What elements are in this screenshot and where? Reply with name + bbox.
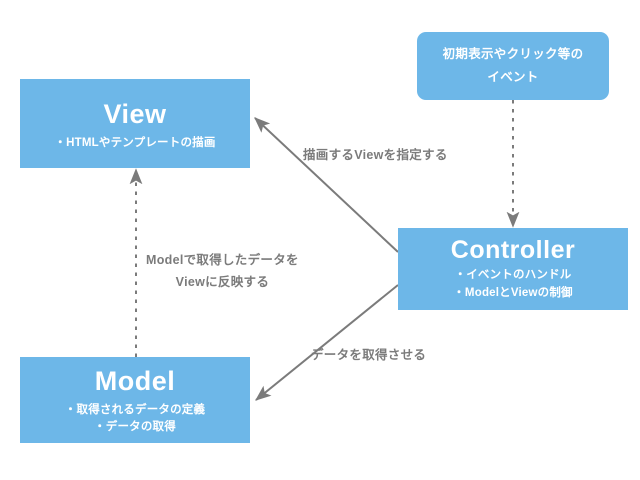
node-event-line-0: 初期表示やクリック等の <box>442 46 584 61</box>
node-controller[interactable]: Controller ・イベントのハンドル ・ModelとViewの制御 <box>398 228 628 310</box>
arrow-controller-to-view <box>254 117 399 253</box>
node-event-line-1: イベント <box>487 70 539 84</box>
edge-label-model-to-view: Modelで取得したデータを Viewに反映する <box>146 250 299 294</box>
edge-label-model-to-view-line-0: Modelで取得したデータを <box>146 253 299 267</box>
edge-label-controller-to-model: データを取得させる <box>311 348 427 362</box>
node-event[interactable]: 初期表示やクリック等の イベント <box>417 32 609 100</box>
node-controller-bullet-1: ・ModelとViewの制御 <box>453 287 573 300</box>
node-model[interactable]: Model ・取得されるデータの定義 ・データの取得 <box>20 357 250 443</box>
node-view[interactable]: View ・HTMLやテンプレートの描画 <box>20 79 250 168</box>
node-view-bullet-0: ・HTMLやテンプレートの描画 <box>54 136 216 149</box>
node-controller-bullet-0: ・イベントのハンドル <box>454 269 572 282</box>
node-controller-title: Controller <box>450 235 576 264</box>
arrow-controller-to-model <box>255 284 399 401</box>
node-model-bullet-1: ・データの取得 <box>94 421 176 434</box>
node-model-bullet-0: ・取得されるデータの定義 <box>64 403 206 416</box>
edge-label-controller-to-view: 描画するViewを指定する <box>303 148 448 162</box>
edge-label-model-to-view-line-1: Viewに反映する <box>175 274 270 289</box>
node-model-title: Model <box>94 365 176 396</box>
node-view-title: View <box>103 99 167 130</box>
